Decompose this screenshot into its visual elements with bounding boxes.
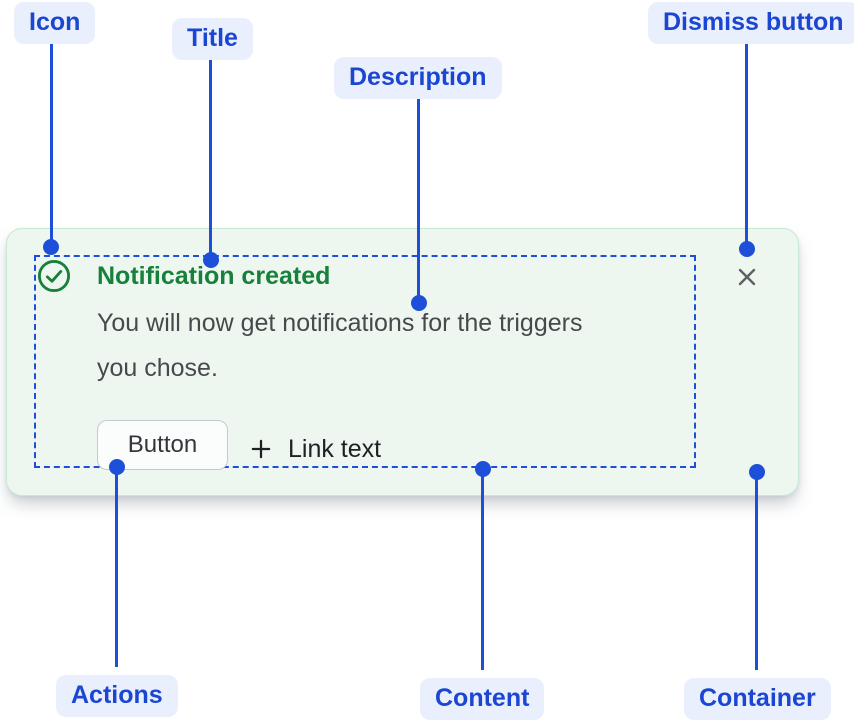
connector-dot-title: [203, 252, 219, 268]
connector-line-dismiss: [745, 40, 748, 249]
close-icon: [733, 263, 761, 291]
connector-dot-dismiss: [739, 241, 755, 257]
connector-dot-description: [411, 295, 427, 311]
connector-line-actions: [115, 467, 118, 667]
annotation-label-actions: Actions: [56, 675, 178, 717]
notification-container: Notification created You will now get no…: [6, 228, 799, 496]
annotation-label-container: Container: [684, 678, 831, 720]
description-line-2: you chose.: [97, 354, 218, 382]
description-line-1: You will now get notifications for the t…: [97, 309, 583, 337]
connector-line-title: [209, 56, 212, 260]
annotation-label-content: Content: [420, 678, 545, 720]
annotation-label-title: Title: [172, 18, 253, 60]
content-outline: [34, 255, 696, 468]
annotation-label-description: Description: [334, 57, 502, 99]
connector-line-container: [755, 472, 758, 670]
check-circle-icon: [37, 259, 71, 293]
connector-line-icon: [50, 40, 53, 247]
link-action: Link text: [248, 426, 381, 472]
plus-icon: [248, 436, 274, 462]
dismiss-button[interactable]: [727, 257, 767, 297]
action-link[interactable]: Link text: [288, 434, 382, 463]
connector-dot-icon: [43, 239, 59, 255]
connector-dot-content: [475, 461, 491, 477]
notification-description: You will now get notifications for the t…: [97, 301, 582, 391]
annotation-label-icon: Icon: [14, 2, 96, 44]
connector-dot-container: [749, 464, 765, 480]
connector-dot-actions: [109, 459, 125, 475]
annotation-label-dismiss: Dismiss button: [648, 2, 854, 44]
connector-line-description: [417, 95, 420, 303]
connector-line-content: [481, 469, 484, 670]
